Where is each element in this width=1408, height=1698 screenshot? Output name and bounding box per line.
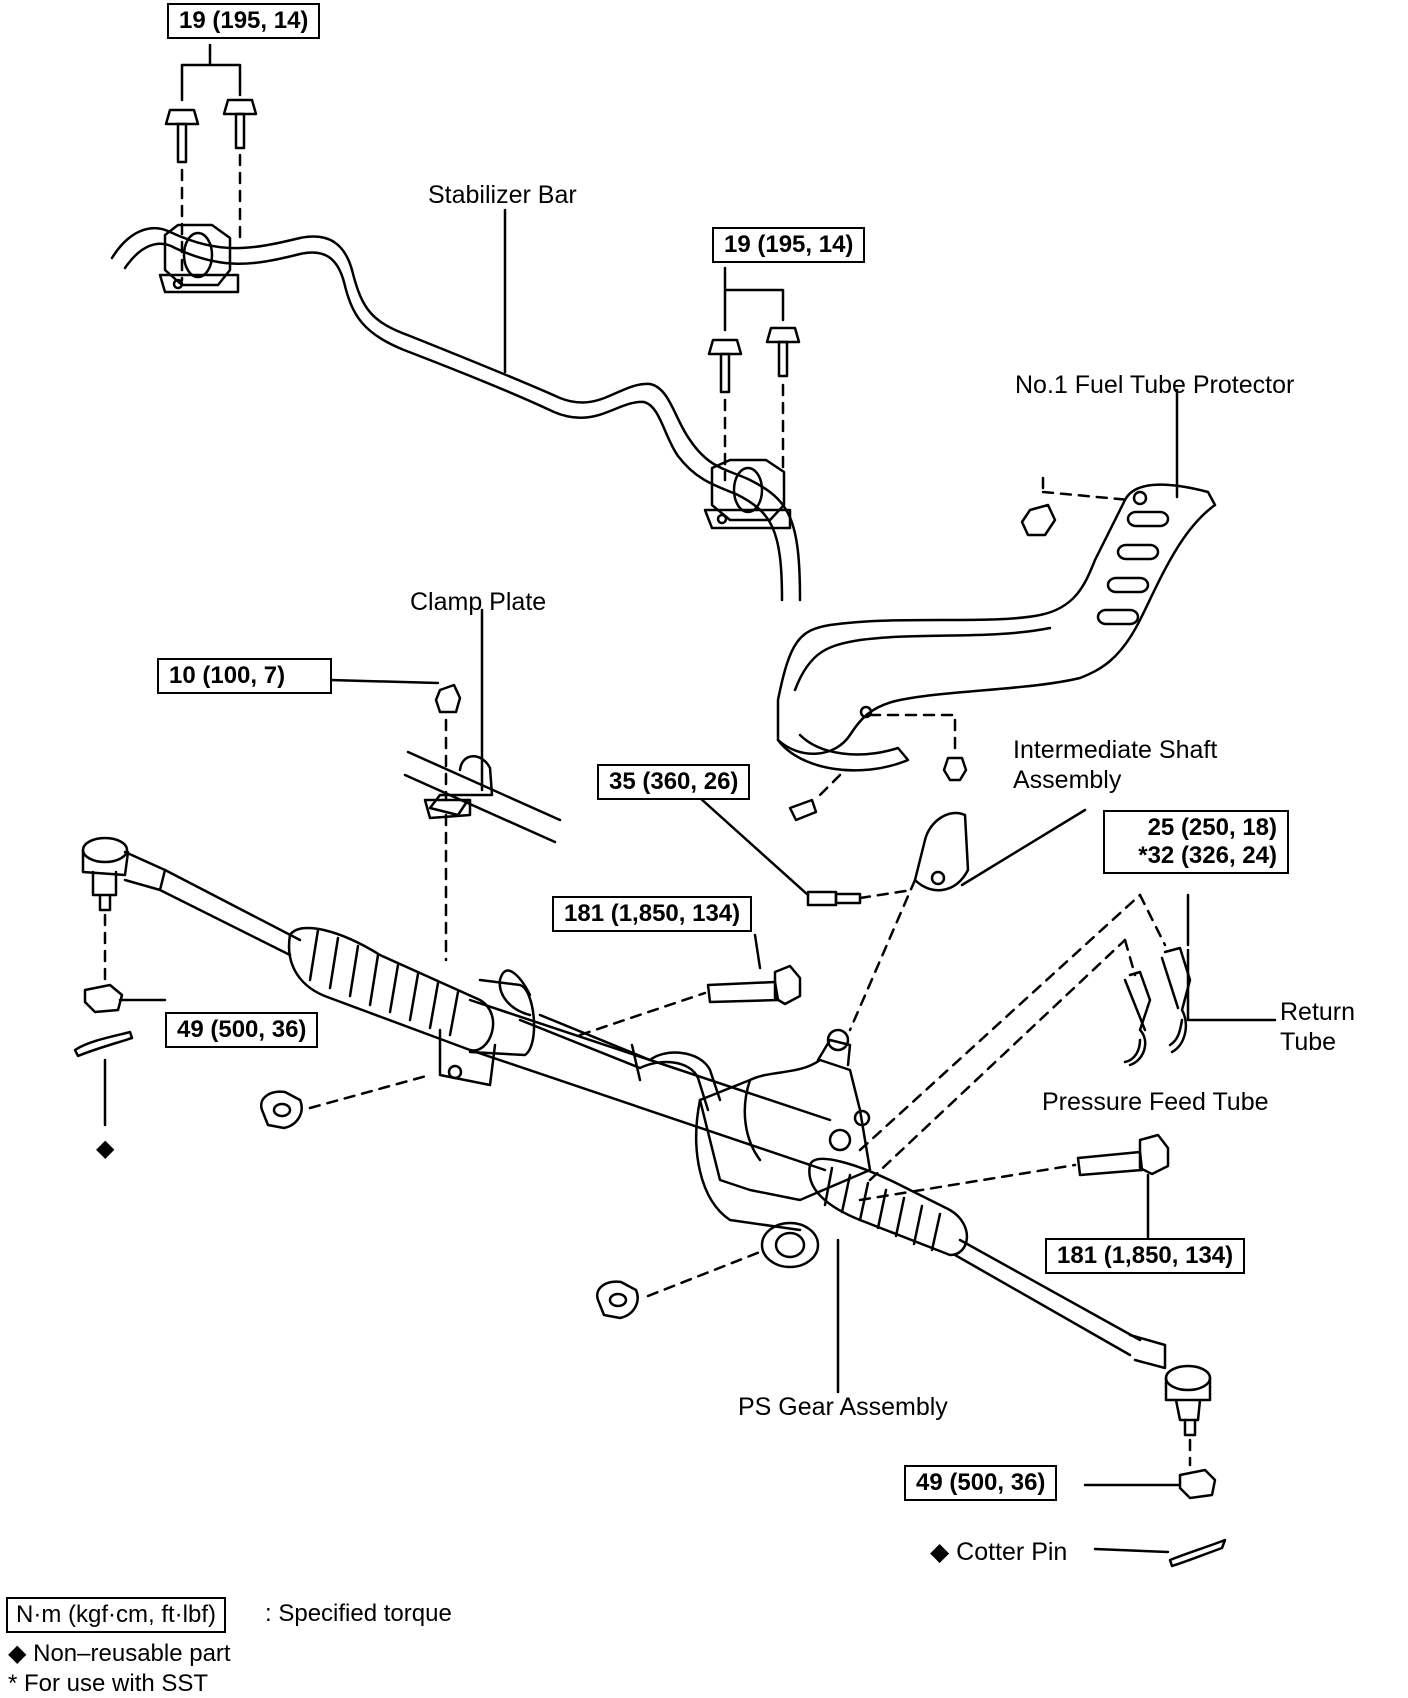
label-return-tube: Return Tube: [1280, 997, 1355, 1057]
label-clamp-plate: Clamp Plate: [410, 588, 547, 616]
torque-tie-rod-left: 49 (500, 36): [165, 1012, 319, 1048]
label-intermediate-shaft-line1: Intermediate Shaft: [1013, 736, 1218, 764]
legend-unit-box: N·m (kgf·cm, ft·lbf): [6, 1597, 226, 1633]
torque-gear-bolt-lower: 181 (1,850, 134): [1045, 1238, 1246, 1274]
torque-tube-union-line2: *32 (326, 24): [1138, 842, 1277, 869]
torque-intermediate-shaft-bolt: 35 (360, 26): [597, 764, 751, 800]
torque-clamp-nut: 10 (100, 7): [157, 658, 332, 694]
label-ps-gear-assembly: PS Gear Assembly: [738, 1393, 948, 1421]
torque-stabilizer-left: 19 (195, 14): [167, 3, 321, 39]
label-intermediate-shaft: Intermediate Shaft Assembly: [1013, 735, 1217, 795]
label-intermediate-shaft-line2: Assembly: [1013, 766, 1122, 794]
cotter-pin-right: [1093, 1538, 1227, 1568]
label-fuel-tube-protector: No.1 Fuel Tube Protector: [1015, 371, 1295, 399]
label-stabilizer-bar: Stabilizer Bar: [428, 181, 577, 209]
torque-stabilizer-right: 19 (195, 14): [712, 227, 866, 263]
fuel-tube-protector: [776, 388, 1217, 822]
gear-bolt-upper: [578, 933, 802, 1037]
gear-bolt-lower: [858, 1133, 1170, 1247]
legend-non-reusable: ◆ Non–reusable part: [8, 1640, 231, 1667]
stabilizer-bolts-right: [707, 266, 801, 482]
mount-nut-right: [595, 1248, 767, 1320]
torque-tube-union: 25 (250, 18) *32 (326, 24): [1103, 810, 1289, 874]
stabilizer-bracket-left: [158, 223, 240, 294]
stabilizer-bolts-left: [164, 43, 258, 282]
label-return-tube-line1: Return: [1280, 998, 1356, 1026]
label-pressure-feed-tube: Pressure Feed Tube: [1042, 1088, 1269, 1116]
stabilizer-bracket-right: [703, 458, 792, 530]
torque-tube-union-line1: 25 (250, 18): [1147, 814, 1277, 841]
legend-sst: * For use with SST: [8, 1670, 209, 1697]
tie-rod-nut-left: [83, 983, 167, 1014]
legend-unit-desc: : Specified torque: [265, 1600, 452, 1627]
mount-nut-left: [259, 1073, 432, 1130]
pressure-return-tubes: [858, 893, 1277, 1182]
label-cotter-pin: ◆ Cotter Pin: [930, 1538, 1068, 1566]
clamp-plate: [328, 608, 562, 962]
non-reusable-marker: ◆: [96, 1135, 115, 1162]
torque-tie-rod-right: 49 (500, 36): [904, 1465, 1058, 1501]
label-return-tube-line2: Tube: [1280, 1028, 1337, 1056]
cotter-pin-left: [73, 1030, 134, 1127]
torque-gear-bolt-upper: 181 (1,850, 134): [552, 896, 753, 932]
steering-rack: [81, 836, 1212, 1467]
tie-rod-nut-right: [1083, 1468, 1217, 1500]
